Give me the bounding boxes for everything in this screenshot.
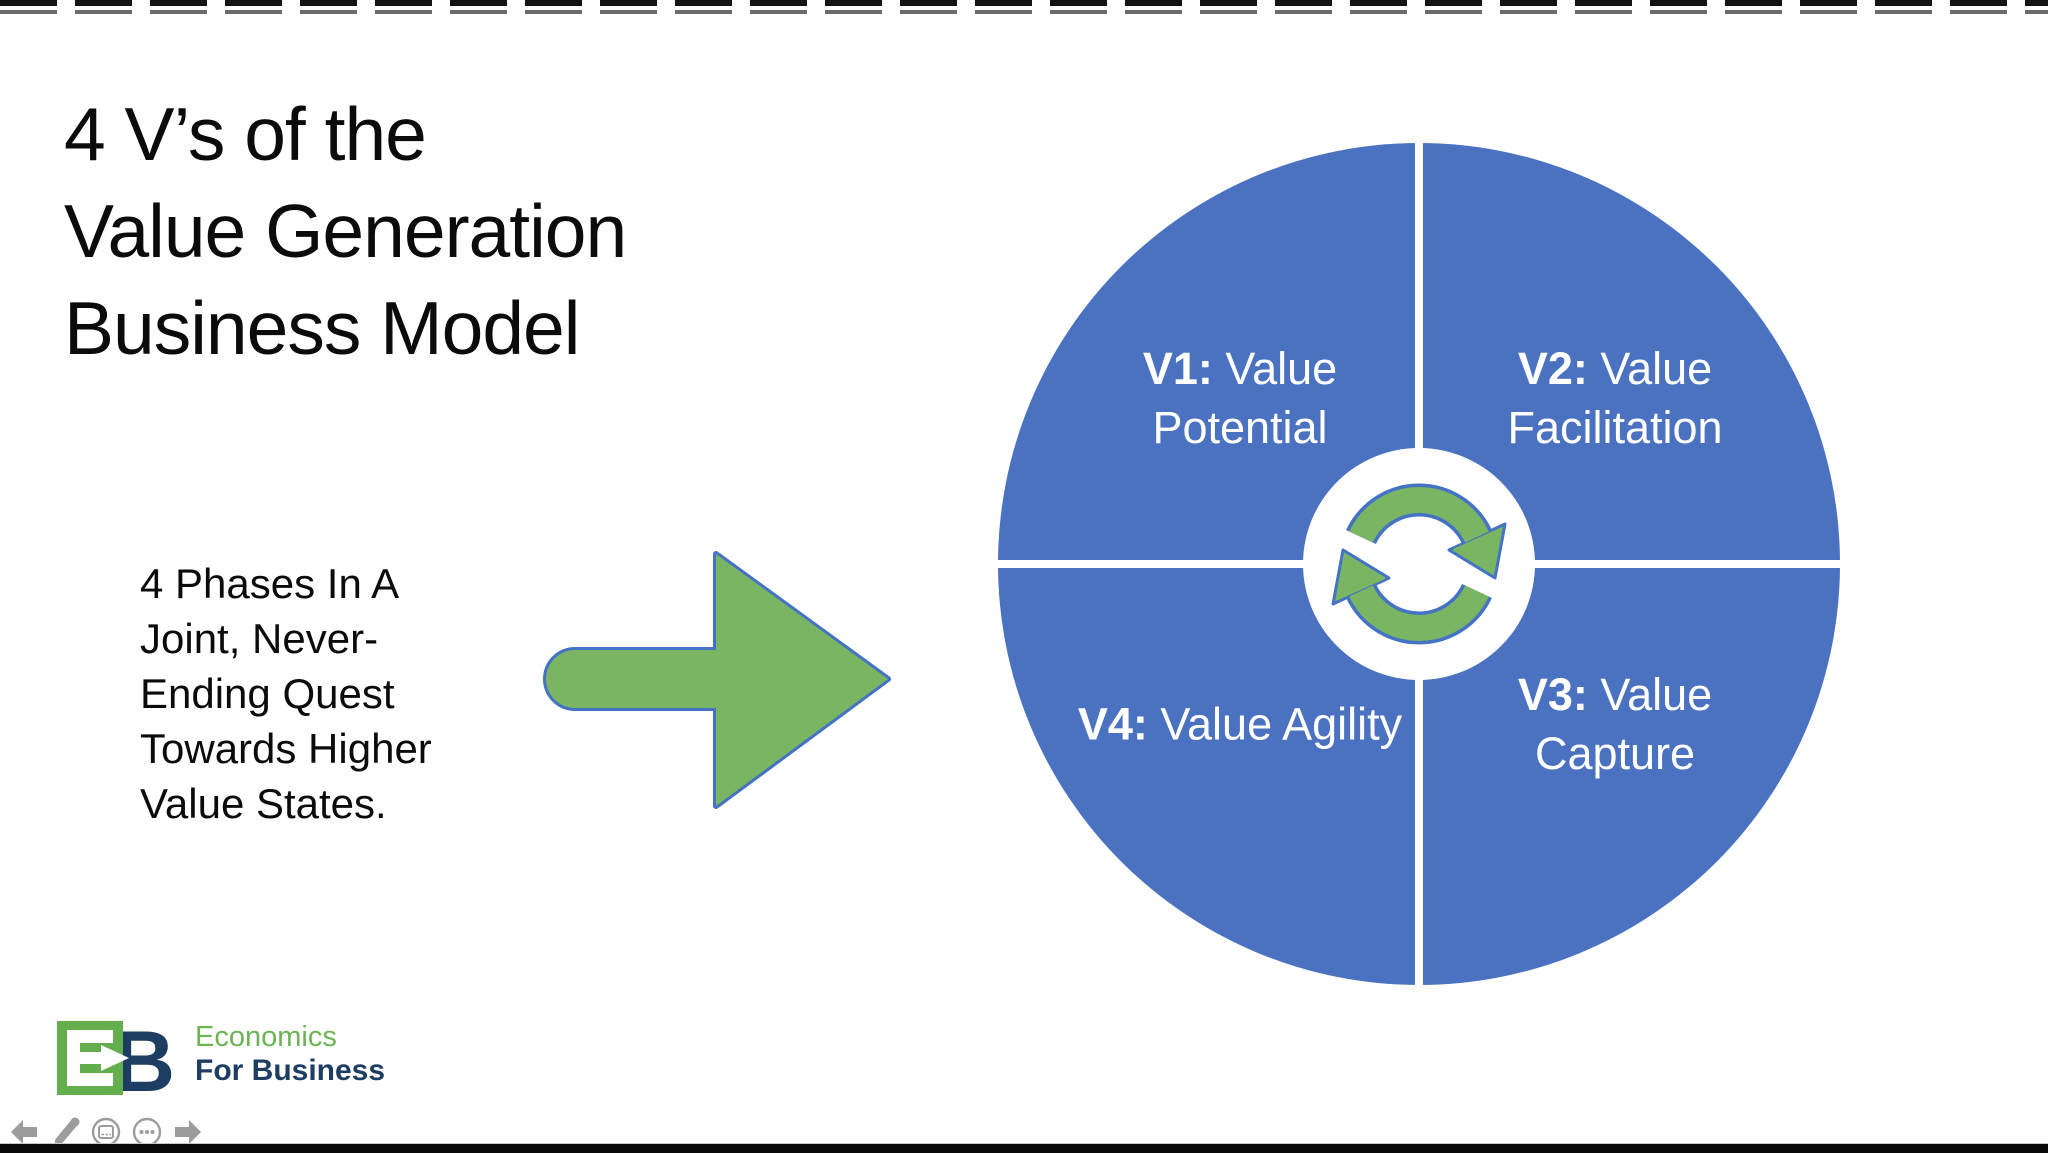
logo-line-economics: Economics	[195, 1021, 337, 1053]
bottom-bar	[0, 1143, 2048, 1153]
top-dashed-bar-secondary	[0, 10, 2048, 14]
v1-label: Value Potential	[1152, 343, 1338, 453]
logo-e-arrow	[67, 1030, 129, 1086]
quadrant-label-v4: V4: Value Agility	[1060, 695, 1420, 754]
v4-label: Value Agility	[1160, 698, 1403, 750]
quadrant-label-v3: V3: Value Capture	[1435, 665, 1795, 783]
quadrant-label-v1: V1: Value Potential	[1060, 339, 1420, 457]
previous-slide-button[interactable]	[8, 1116, 40, 1148]
right-arrow-shape	[543, 551, 891, 809]
previous-arrow-icon	[11, 1120, 37, 1144]
cycle-arrows-icon	[1303, 448, 1535, 680]
v1-prefix: V1:	[1142, 343, 1213, 394]
next-slide-button[interactable]	[172, 1116, 204, 1148]
next-arrow-icon	[175, 1120, 201, 1144]
slide-title: 4 V’s of the Value Generation Business M…	[64, 92, 627, 370]
v2-prefix: V2:	[1517, 343, 1588, 394]
four-v-cycle-diagram: V1: Value Potential V2: Value Facilitati…	[997, 142, 1841, 986]
presenter-toolbar	[8, 1116, 204, 1148]
eb-logo-mark: B	[57, 1019, 175, 1097]
quadrant-circle	[997, 142, 1841, 986]
economics-for-business-logo: B Economics For Business	[57, 1019, 385, 1097]
logo-line-for-business: For Business	[195, 1054, 386, 1087]
slide-description: 4 Phases In A Joint, Never- Ending Quest…	[140, 560, 432, 827]
logo-text: Economics For Business	[195, 1019, 385, 1088]
v3-label: Value Capture	[1534, 669, 1713, 779]
v4-prefix: V4:	[1077, 698, 1148, 750]
v2-label: Value Facilitation	[1507, 343, 1723, 453]
quadrant-label-v2: V2: Value Facilitation	[1435, 339, 1795, 457]
top-dashed-bar	[0, 0, 2048, 6]
v3-prefix: V3:	[1517, 669, 1588, 720]
